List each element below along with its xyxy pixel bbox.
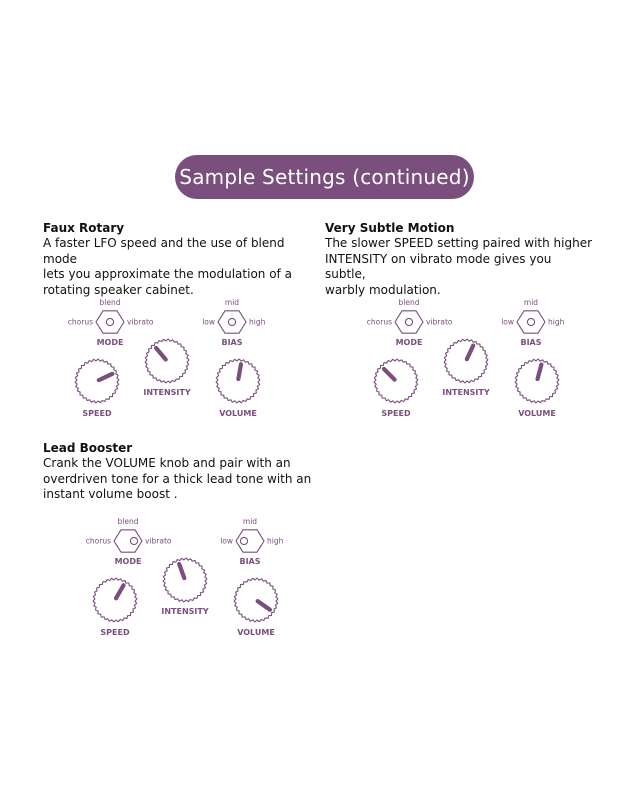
speed-knob-label: SPEED	[100, 628, 130, 637]
bias-selector-right-label: high	[548, 318, 565, 327]
mode-selector-hexagon	[113, 529, 143, 553]
bias-selector-name-label: BIAS	[239, 557, 260, 566]
section-line: A faster LFO speed and the use of blend …	[43, 236, 285, 266]
section-line: INTENSITY on vibrato mode gives you subt…	[325, 251, 552, 282]
bias-selector-hexagon	[516, 310, 546, 334]
volume-knob: VOLUME	[233, 577, 279, 637]
bias-selector-left-label: low	[501, 318, 514, 327]
mode-selector-name-label: MODE	[115, 557, 142, 566]
section-line: The slower SPEED setting paired with hig…	[325, 236, 593, 250]
speed-knob-pointer	[96, 371, 115, 383]
mode-selector-name-label: MODE	[396, 338, 423, 347]
section-very-subtle-motion: Very Subtle Motion The slower SPEED sett…	[325, 220, 595, 298]
speed-knob: SPEED	[74, 358, 120, 418]
bias-selector-indicator	[227, 317, 237, 327]
intensity-knob-pointer	[177, 561, 187, 581]
banner-title: Sample Settings (continued)	[179, 165, 470, 189]
speed-knob-pointer	[113, 583, 126, 601]
section-line: Crank the VOLUME knob and pair with an	[43, 456, 291, 470]
mode-selector-hexagon	[95, 310, 125, 334]
volume-knob-pointer	[255, 599, 273, 612]
volume-knob-pointer	[236, 362, 244, 382]
mode-selector-right-label: vibrato	[145, 537, 172, 546]
mode-selector-right-label: vibrato	[426, 318, 453, 327]
mode-selector-top-label: blend	[118, 517, 139, 526]
bias-selector-left-label: low	[220, 537, 233, 546]
speed-knob-label: SPEED	[82, 409, 112, 418]
section-title: Faux Rotary	[43, 221, 125, 235]
section-line: warbly modulation.	[325, 282, 441, 297]
speed-knob: SPEED	[373, 358, 419, 418]
speed-knob-body	[74, 358, 120, 404]
intensity-knob-pointer	[153, 345, 168, 362]
mode-selector-left-label: chorus	[367, 318, 392, 327]
bias-selector-hexagon	[217, 310, 247, 334]
intensity-knob-body	[443, 338, 489, 384]
mode-selector-indicator	[129, 536, 139, 546]
volume-knob-pointer	[535, 362, 544, 382]
mode-selector-name-label: MODE	[97, 338, 124, 347]
volume-knob-label: VOLUME	[237, 628, 275, 637]
volume-knob: VOLUME	[215, 358, 261, 418]
page-banner: Sample Settings (continued)	[175, 155, 474, 199]
intensity-knob: INTENSITY	[143, 338, 191, 397]
intensity-knob-label: INTENSITY	[143, 388, 190, 397]
intensity-knob: INTENSITY	[442, 338, 490, 397]
volume-knob-body	[514, 358, 560, 404]
bias-selector-indicator	[526, 317, 536, 327]
bias-selector-left-label: low	[202, 318, 215, 327]
bias-selector-name-label: BIAS	[221, 338, 242, 347]
volume-knob-body	[233, 577, 279, 623]
bias-selector-top-label: mid	[524, 298, 538, 307]
mode-selector-right-label: vibrato	[127, 318, 154, 327]
speed-knob-pointer	[381, 366, 397, 382]
section-title: Very Subtle Motion	[325, 221, 455, 235]
intensity-knob: INTENSITY	[161, 557, 209, 616]
mode-selector-hexagon	[394, 310, 424, 334]
intensity-knob-label: INTENSITY	[161, 607, 208, 616]
section-line: overdriven tone for a thick lead tone wi…	[43, 471, 312, 486]
volume-knob-label: VOLUME	[518, 409, 556, 418]
volume-knob-body	[215, 358, 261, 404]
speed-knob-body	[92, 577, 138, 623]
volume-knob: VOLUME	[514, 358, 560, 418]
section-line: lets you approximate the modulation of a	[43, 267, 292, 281]
bias-selector-indicator	[239, 536, 249, 546]
bias-selector-right-label: high	[267, 537, 284, 546]
speed-knob: SPEED	[92, 577, 138, 637]
intensity-knob-body	[144, 338, 190, 384]
section-line: rotating speaker cabinet.	[43, 282, 194, 297]
mode-selector-indicator	[105, 317, 115, 327]
mode-selector-top-label: blend	[399, 298, 420, 307]
section-faux-rotary: Faux Rotary A faster LFO speed and the u…	[43, 220, 313, 298]
speed-knob-label: SPEED	[381, 409, 411, 418]
bias-selector-name-label: BIAS	[520, 338, 541, 347]
intensity-knob-body	[162, 557, 208, 603]
volume-knob-label: VOLUME	[219, 409, 257, 418]
section-title: Lead Booster	[43, 441, 133, 455]
bias-selector-top-label: mid	[243, 517, 257, 526]
section-lead-booster: Lead Booster Crank the VOLUME knob and p…	[43, 440, 313, 503]
intensity-knob-label: INTENSITY	[442, 388, 489, 397]
mode-selector-left-label: chorus	[86, 537, 111, 546]
speed-knob-body	[373, 358, 419, 404]
bias-selector-top-label: mid	[225, 298, 239, 307]
intensity-knob-pointer	[464, 343, 476, 362]
bias-selector-hexagon	[235, 529, 265, 553]
mode-selector-top-label: blend	[100, 298, 121, 307]
mode-selector-indicator	[404, 317, 414, 327]
section-line: instant volume boost .	[43, 487, 178, 501]
bias-selector-right-label: high	[249, 318, 266, 327]
mode-selector-left-label: chorus	[68, 318, 93, 327]
